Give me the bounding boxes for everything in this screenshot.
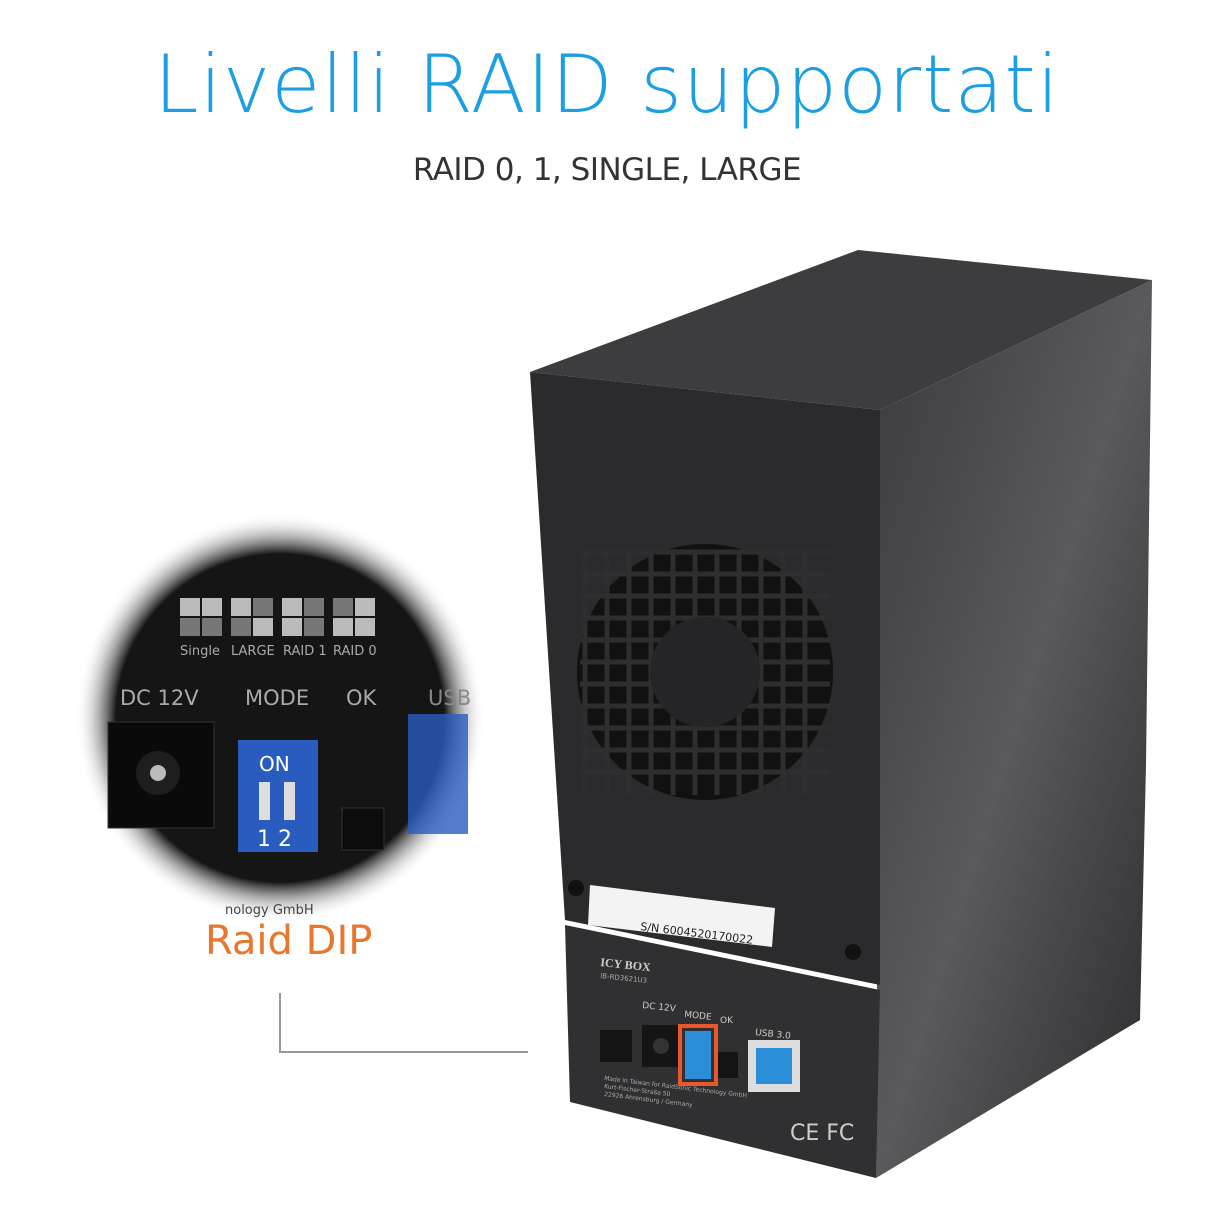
ok-label: OK [720,1016,734,1026]
brand-logo: ICY BOX [600,955,652,974]
mode-pattern-icon [180,618,200,636]
mode-pattern-icon [333,618,353,636]
enclosure-top [530,250,1152,410]
fan-grille [577,544,833,800]
dc-label: DC 12V [642,1001,677,1015]
nas-enclosure: S/N 6004520170022 ICY BOX IB-RD3621U3 DC… [530,250,1152,1178]
page-title: Livelli RAID supportati [154,38,1060,131]
mode-pattern-icon [282,618,302,636]
mode-single: Single [180,644,220,659]
dc-label: DC 12V [120,686,199,710]
mode-pattern-icon [231,618,251,636]
mode-pattern-icon [202,598,222,616]
usb-label: USB [428,686,471,710]
dip-switch[interactable] [238,740,318,852]
base-front [565,925,880,1178]
ok-button[interactable] [718,1052,738,1078]
mode-pattern-icon [282,598,302,616]
power-button[interactable] [600,1030,632,1062]
mode-pattern-icon [202,618,222,636]
mode-pattern-icon [231,598,251,616]
screw-icon [845,944,861,960]
magnifier-inset: Single LARGE RAID 1 RAID 0 DC 12V MODE O… [75,513,485,923]
screw-icon [568,880,584,896]
callout-line [279,993,528,1053]
raid-dip-label: Raid DIP [205,918,373,964]
mode-pattern-icon [304,618,324,636]
mode-raid1: RAID 1 [283,644,327,659]
mode-pattern-icon [355,598,375,616]
usb-port [408,714,468,834]
mode-pattern-icon [355,618,375,636]
mode-pattern-icon [304,598,324,616]
mode-label: MODE [245,686,309,710]
mode-pattern-icon [180,598,200,616]
page-subtitle: RAID 0, 1, SINGLE, LARGE [412,152,802,188]
usb-label: USB 3.0 [755,1028,792,1042]
mode-pattern-icon [333,598,353,616]
mode-pattern-icon [253,618,273,636]
ok-button[interactable] [341,807,385,851]
mode-pattern-icon [253,598,273,616]
dip-on-label: ON [259,752,290,776]
magnifier-footer: nology GmbH [225,903,314,918]
mode-label: MODE [684,1010,713,1023]
certification-marks: CE FC [790,1121,854,1146]
dip-switch[interactable] [685,1031,711,1079]
enclosure-side [876,280,1152,1178]
dip-switch-highlight[interactable] [678,1024,718,1086]
ok-label: OK [346,686,378,710]
mode-large: LARGE [231,644,275,659]
mode-raid0: RAID 0 [333,644,377,659]
serial-label [588,885,775,947]
dip-numbers: 1 2 [257,827,292,852]
